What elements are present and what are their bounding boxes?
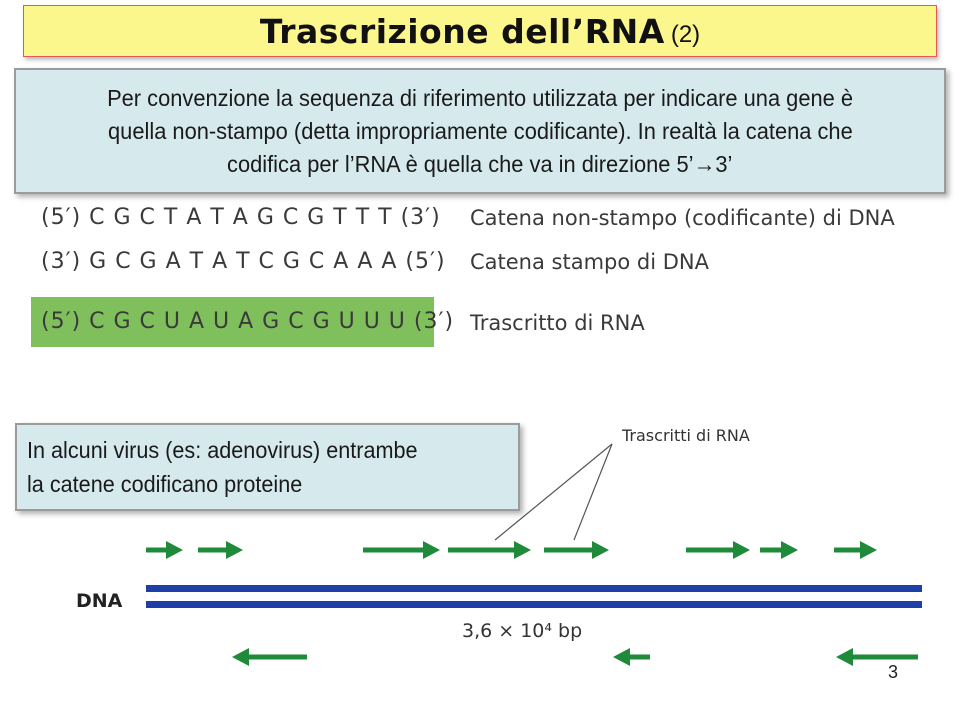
intro-line-1: Per convenzione la sequenza di riferimen… xyxy=(107,84,853,111)
forward-transcript-arrow-5 xyxy=(544,541,609,559)
virus-note-box: In alcuni virus (es: adenovirus) entramb… xyxy=(15,423,520,511)
rna-transcript-highlight xyxy=(31,297,434,347)
reverse-transcripts xyxy=(232,648,918,666)
sequence-coding-strand: (5′) C G C T A T A G C G T T T (3′) xyxy=(41,205,441,230)
callout-line-2 xyxy=(573,443,613,541)
slide-title-suffix: (2) xyxy=(670,21,701,48)
dna-strand-bottom xyxy=(146,601,922,608)
transcripts-label: Trascritti di RNA xyxy=(622,426,750,445)
reverse-transcript-arrow-3 xyxy=(836,648,918,666)
slide-title: Trascrizione dell’RNA xyxy=(259,11,665,51)
sequence-rna-transcript: (5′) C G C U A U A G C G U U U (3′) xyxy=(41,309,455,334)
dna-strand-top xyxy=(146,585,922,592)
forward-transcript-arrow-8 xyxy=(834,541,877,559)
sequence-template-strand: (3′) G C G A T A T C G C A A A (5′) xyxy=(41,249,446,274)
virus-note-line-2: la catene codificano proteine xyxy=(27,471,303,497)
intro-box: Per convenzione la sequenza di riferimen… xyxy=(14,68,946,194)
page-number: 3 xyxy=(888,662,899,682)
forward-transcript-arrow-6 xyxy=(686,541,750,559)
forward-transcript-arrow-2 xyxy=(198,541,243,559)
label-rna-transcript: Trascritto di RNA xyxy=(470,311,645,335)
forward-transcripts xyxy=(146,541,877,559)
forward-transcript-arrow-4 xyxy=(448,541,531,559)
forward-transcript-arrow-3 xyxy=(363,541,440,559)
genome-length-label: 3,6 × 10⁴ bp xyxy=(462,620,583,642)
reverse-transcript-arrow-2 xyxy=(613,648,650,666)
title-bar: Trascrizione dell’RNA (2) xyxy=(23,5,937,57)
forward-transcript-arrow-7 xyxy=(760,541,798,559)
virus-note-line-1: In alcuni virus (es: adenovirus) entramb… xyxy=(27,437,418,463)
label-coding-strand: Catena non-stampo (codificante) di DNA xyxy=(470,206,895,230)
forward-transcript-arrow-1 xyxy=(146,541,183,559)
dna-label: DNA xyxy=(76,590,123,612)
intro-line-2: quella non-stampo (detta impropriamente … xyxy=(107,117,853,144)
callout-line-1 xyxy=(494,443,613,541)
label-template-strand: Catena stampo di DNA xyxy=(470,250,709,274)
intro-line-3: codifica per l’RNA è quella che va in di… xyxy=(227,150,733,177)
reverse-transcript-arrow-1 xyxy=(232,648,307,666)
